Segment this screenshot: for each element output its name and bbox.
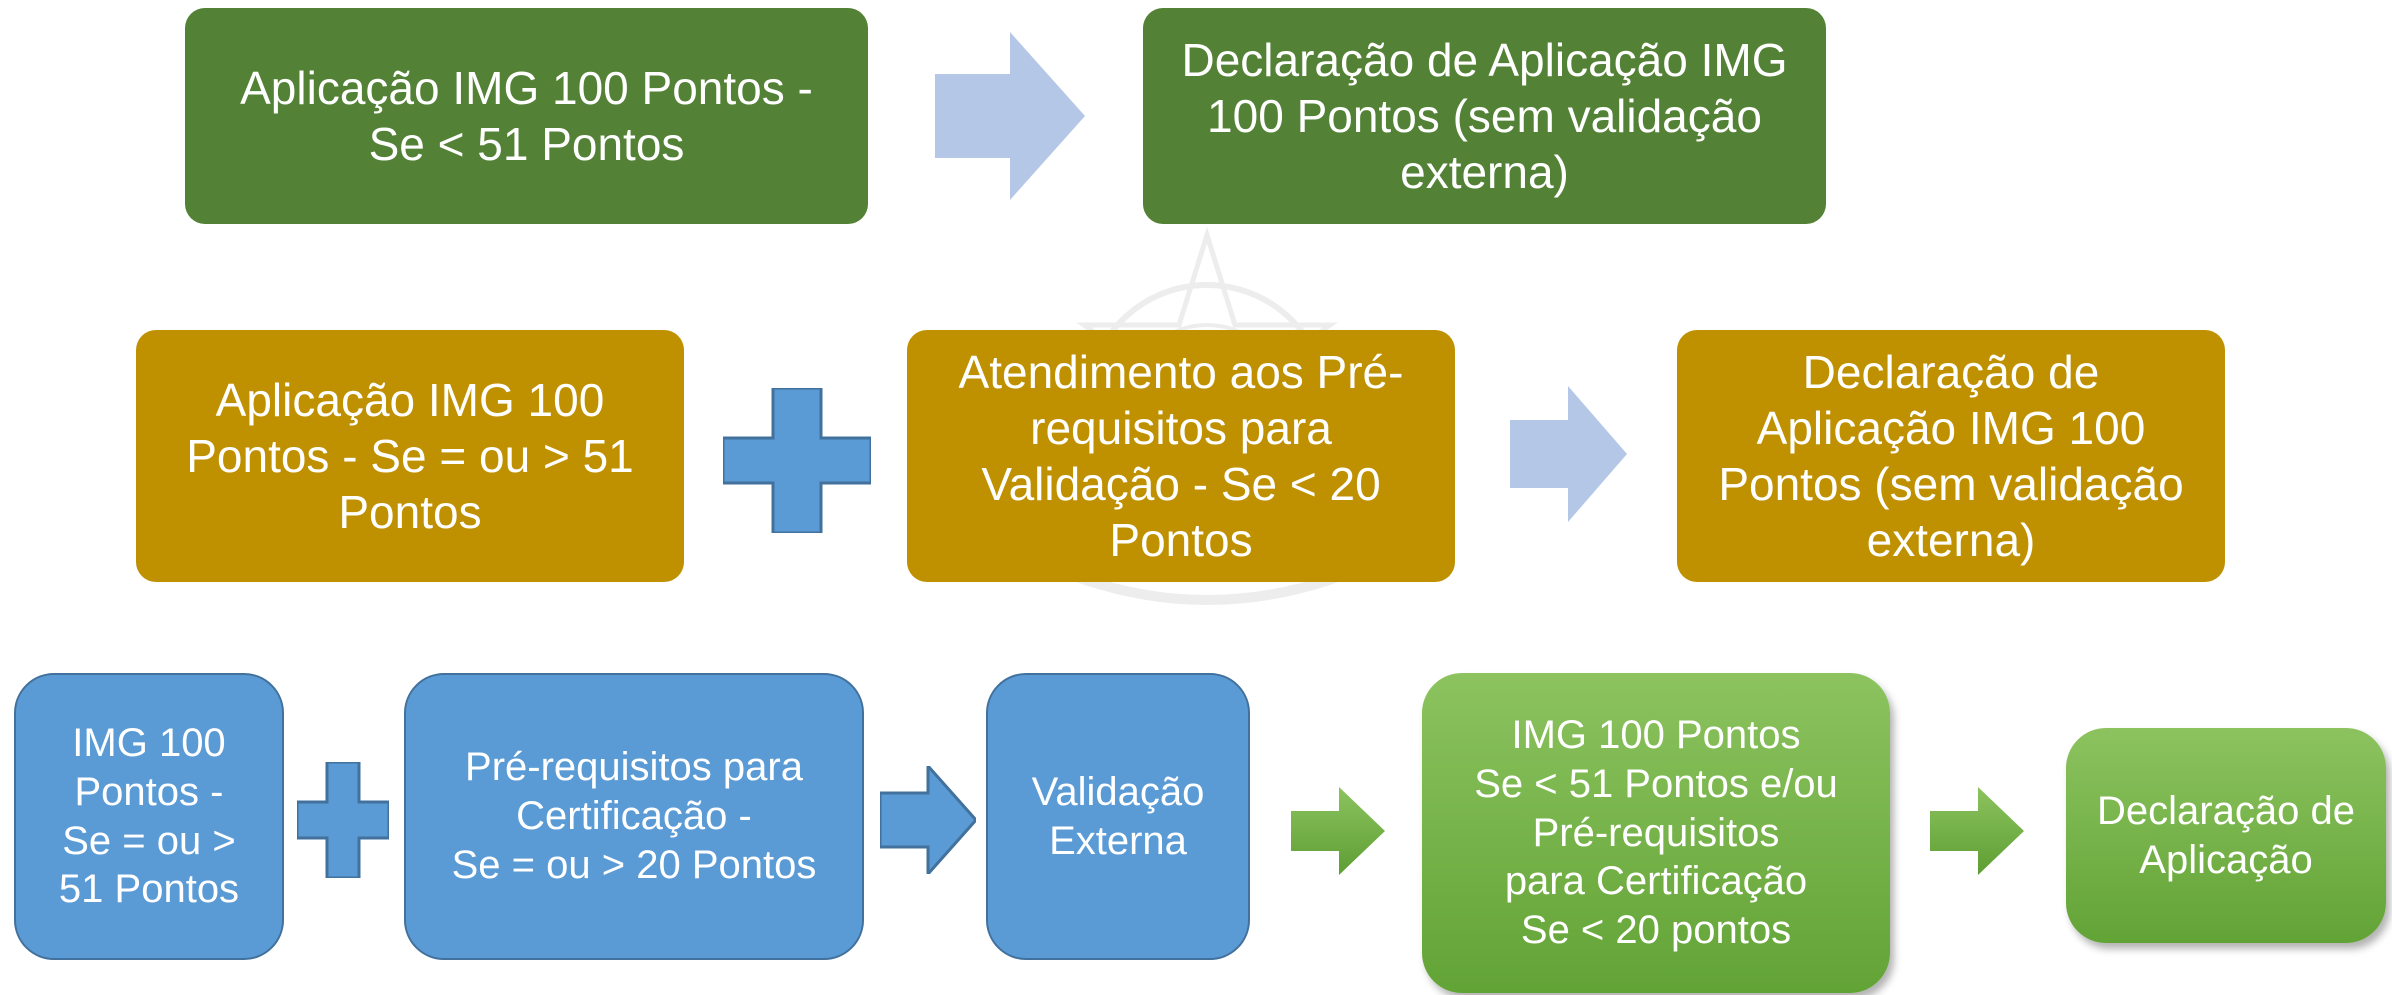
plus-icon <box>723 388 871 533</box>
box-row1-img-application: Aplicação IMG 100 Pontos - Se < 51 Ponto… <box>185 8 868 224</box>
box-row3-certification-prerequisites: Pré-requisitos para Certificação - Se = … <box>404 673 864 960</box>
box-row3-declaration: Declaração de Aplicação <box>2066 728 2386 943</box>
box-row1-declaration: Declaração de Aplicação IMG 100 Pontos (… <box>1143 8 1826 224</box>
box-row2-img-application: Aplicação IMG 100 Pontos - Se = ou > 51 … <box>136 330 684 582</box>
right-arrow-icon <box>935 32 1085 200</box>
right-arrow-icon <box>1930 787 2024 875</box>
box-row3-external-validation: Validação Externa <box>986 673 1250 960</box>
box-row3-img-points: IMG 100 Pontos - Se = ou > 51 Pontos <box>14 673 284 960</box>
plus-icon <box>297 762 389 878</box>
right-arrow-icon <box>1291 787 1385 875</box>
box-row3-low-score-condition: IMG 100 Pontos Se < 51 Pontos e/ou Pré-r… <box>1422 673 1890 993</box>
right-arrow-icon <box>880 766 976 874</box>
box-row2-prerequisites: Atendimento aos Pré- requisitos para Val… <box>907 330 1455 582</box>
right-arrow-icon <box>1510 386 1627 522</box>
box-row2-declaration: Declaração de Aplicação IMG 100 Pontos (… <box>1677 330 2225 582</box>
